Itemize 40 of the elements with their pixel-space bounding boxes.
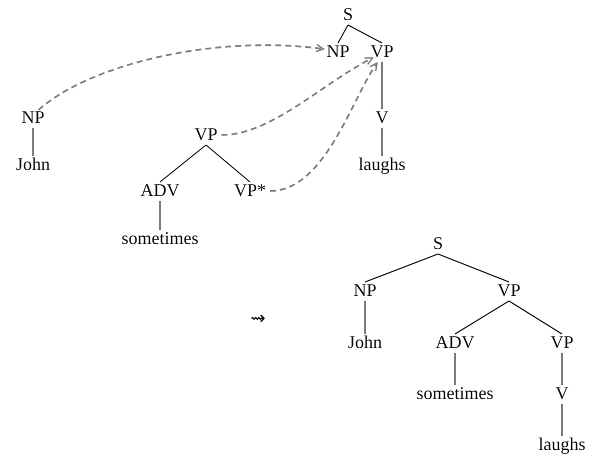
tree-node-label: ADV bbox=[436, 333, 474, 351]
tree-node-label: laughs bbox=[358, 155, 406, 173]
tree-branch bbox=[338, 24, 348, 44]
tree-node-label: NP bbox=[22, 108, 45, 126]
tree-branch bbox=[454, 353, 456, 385]
tree-node-label: NP bbox=[354, 281, 377, 299]
tree-node-label: VP bbox=[498, 281, 521, 299]
tree-node-label: VP* bbox=[234, 181, 266, 199]
tree-node-label: John bbox=[348, 333, 382, 351]
tree-node-label: John bbox=[16, 155, 50, 173]
tree-node-label: VP bbox=[370, 42, 394, 60]
substitution-arrow bbox=[38, 44, 324, 111]
tree-node-label: S bbox=[343, 5, 354, 23]
tree-branch bbox=[561, 353, 563, 385]
substitution-arrow bbox=[221, 57, 374, 136]
tree-node-label: sometimes bbox=[416, 384, 494, 402]
tree-branch bbox=[348, 24, 382, 44]
tree-node-label: V bbox=[376, 108, 388, 126]
tree-branch bbox=[32, 128, 34, 156]
tree-branch bbox=[508, 300, 562, 334]
tree-branch bbox=[160, 144, 206, 182]
tree-node-label: V bbox=[556, 384, 568, 402]
tree-node-label: sometimes bbox=[122, 229, 198, 247]
tree-branch bbox=[159, 201, 161, 230]
tree-node-label: laughs bbox=[538, 435, 586, 453]
tree-branch bbox=[381, 128, 383, 156]
tree-branch bbox=[364, 301, 366, 334]
tree-node-label: S bbox=[433, 234, 444, 252]
tree-branch bbox=[438, 253, 510, 283]
tree-node-label: VP bbox=[550, 333, 574, 351]
tree-node-label: NP bbox=[326, 42, 350, 60]
tree-branch bbox=[206, 144, 250, 182]
tree-node-label: ADV bbox=[140, 181, 180, 199]
substitution-arrow bbox=[270, 62, 378, 192]
tree-branch bbox=[561, 404, 563, 436]
derivation-symbol: ⇝ bbox=[250, 309, 266, 327]
tree-branch bbox=[381, 62, 383, 109]
tree-branch bbox=[454, 300, 510, 334]
tree-node-label: VP bbox=[194, 125, 218, 143]
tree-branch bbox=[364, 253, 438, 283]
